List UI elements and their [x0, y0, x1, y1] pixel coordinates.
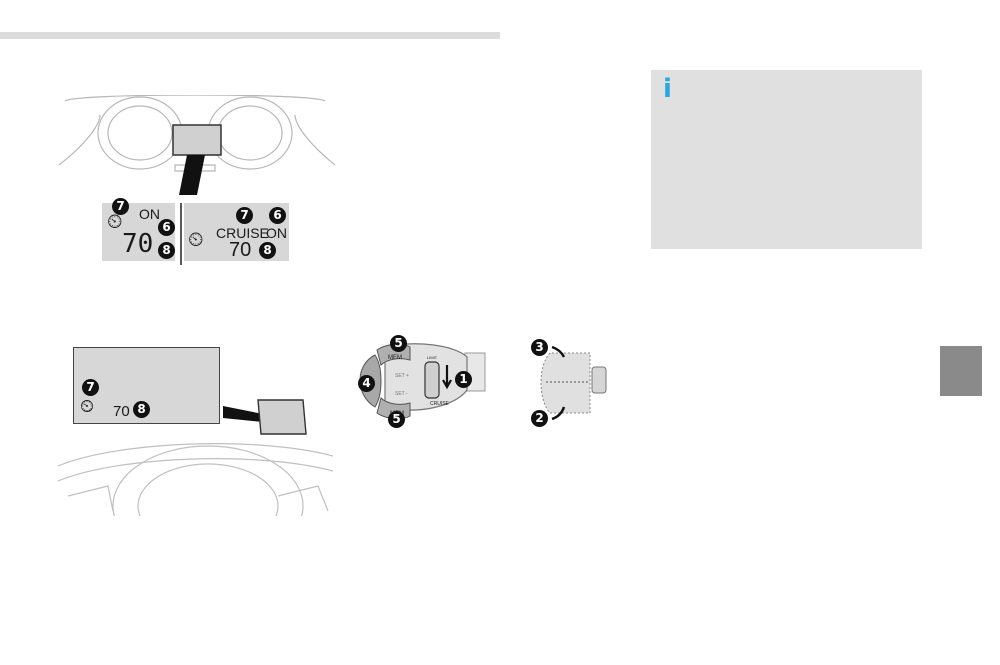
badge-5: 5 [388, 411, 405, 428]
badge-7: 7 [236, 207, 253, 224]
cruise-label: CRUISE [430, 401, 450, 407]
info-icon: i [663, 74, 672, 104]
status-text: ON [266, 225, 287, 241]
section-header-bar [0, 32, 500, 39]
mem-top-label: MEM [388, 355, 402, 361]
limit-label: LIMIT [427, 355, 438, 360]
speed-value: 70 [229, 239, 252, 261]
control-stalk-figure: MEM MEM SET + SET - CRUISE LIMIT 5 4 1 5 [355, 335, 490, 430]
badge-5: 5 [390, 335, 407, 352]
chapter-tab[interactable] [940, 346, 982, 396]
badge-7: 7 [82, 379, 99, 396]
head-up-display-figure: ⏲ 70 7 8 [58, 346, 333, 516]
speed-value: 70 [122, 229, 154, 259]
info-note-box: i [651, 70, 922, 249]
speedometer-icon: ⏲ [80, 396, 95, 416]
badge-7: 7 [112, 198, 129, 215]
mode-text: CRUISE [216, 225, 269, 241]
stalk-side-figure: 3 2 [528, 335, 608, 430]
speedometer-icon: ⏲ [107, 211, 123, 233]
set-minus-label: SET - [395, 391, 408, 397]
instrument-cluster-drawing [58, 95, 336, 265]
status-text: ON [139, 206, 160, 222]
dashboard-drawing [58, 399, 333, 516]
badge-3: 3 [531, 339, 548, 356]
badge-2: 2 [531, 410, 548, 427]
badge-1: 1 [455, 371, 472, 388]
badge-8: 8 [158, 242, 175, 259]
speedometer-icon: ⏲ [188, 229, 204, 251]
badge-8: 8 [133, 401, 150, 418]
badge-8: 8 [259, 242, 276, 259]
instrument-cluster-figure: ⏲ ON 70 7 6 8 ⏲ CRUISE ON 70 7 6 8 [55, 95, 340, 270]
badge-4: 4 [358, 375, 375, 392]
speed-value: 70 [113, 403, 130, 420]
badge-6: 6 [158, 219, 175, 236]
set-plus-label: SET + [395, 373, 409, 379]
badge-6: 6 [269, 207, 286, 224]
stalk-side-drawing [540, 345, 607, 421]
